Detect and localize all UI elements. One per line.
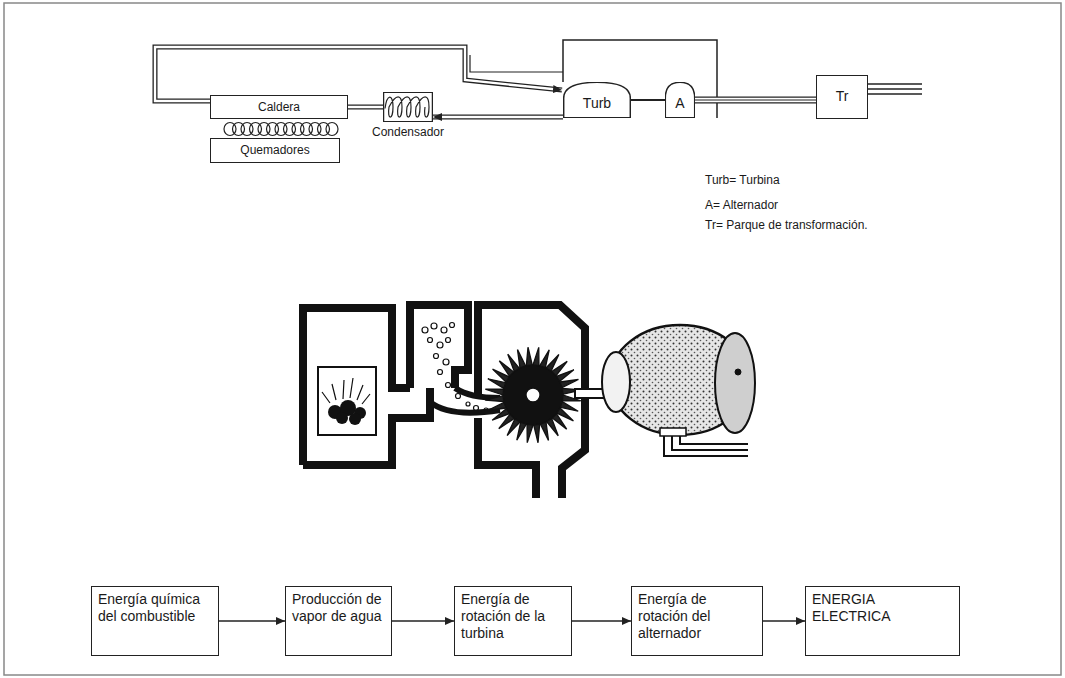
steam-pipe xyxy=(470,55,563,72)
alternator-box: A xyxy=(665,82,695,118)
flow-arrow xyxy=(219,621,285,622)
steam-pipe xyxy=(433,117,563,118)
shaft-line xyxy=(631,100,665,101)
steam-pipe xyxy=(155,47,562,101)
energy-step-box: Energía de rotación del alternador xyxy=(631,586,763,656)
legend-note: Tr= Parque de transformación. xyxy=(705,218,868,232)
legend-note: A= Alternador xyxy=(705,198,778,212)
energy-step-box: Energía química del combustible xyxy=(91,586,219,656)
legend-note: Turb= Turbina xyxy=(705,173,780,187)
transformer-box: Tr xyxy=(816,75,868,119)
node-label: Energía de rotación del alternador xyxy=(632,587,762,646)
flow-arrow xyxy=(572,621,631,622)
node-label: Producción de vapor de agua xyxy=(286,587,391,629)
power-line xyxy=(695,100,816,101)
page-frame xyxy=(4,3,1061,675)
boiler-box: Caldera xyxy=(210,95,348,119)
steam-pipe xyxy=(348,107,383,108)
energy-step-box: Producción de vapor de agua xyxy=(285,586,392,656)
power-plant-illustration xyxy=(303,305,755,498)
burner-box: Quemadores xyxy=(210,138,340,163)
condenser-box: Condensador xyxy=(383,92,433,122)
burner-flames xyxy=(224,123,338,136)
condenser-outline xyxy=(383,92,433,122)
node-label: Energía química del combustible xyxy=(92,587,218,629)
node-label: Caldera xyxy=(258,100,300,115)
node-label: A xyxy=(675,95,684,112)
node-label: Quemadores xyxy=(240,143,309,158)
energy-step-box: Energía de rotación de la turbina xyxy=(454,586,572,656)
node-label: ENERGIA ELECTRICA xyxy=(806,587,959,629)
machine-housing xyxy=(563,40,717,118)
flow-arrow xyxy=(763,621,805,622)
node-label: Energía de rotación de la turbina xyxy=(455,587,571,646)
energy-step-box: ENERGIA ELECTRICA xyxy=(805,586,960,656)
turbine-box: Turb xyxy=(563,82,631,118)
node-label: Tr xyxy=(836,88,849,105)
node-label: Condensador xyxy=(372,125,444,140)
output-lines xyxy=(868,84,922,94)
node-label: Turb xyxy=(583,95,611,112)
flow-arrow xyxy=(392,621,454,622)
